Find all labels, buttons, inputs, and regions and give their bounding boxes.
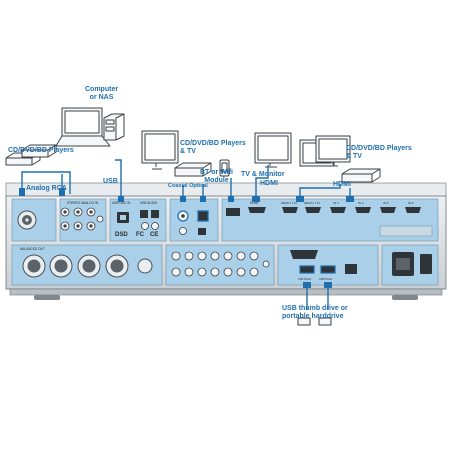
highlighted-panel-zones [11, 198, 439, 286]
cd-player-icon-right [341, 168, 381, 183]
tv-icon-right [299, 135, 351, 167]
callout-usb-drive: USB thumb drive or portable harddrive [282, 305, 348, 321]
callout-hdmi-right: HDMI [333, 181, 351, 188]
label-hdmi-in-4: IN 4 [358, 201, 364, 205]
callout-usb: USB [103, 178, 118, 185]
rca-input-grid [60, 207, 104, 231]
callout-bt-wifi: BT or Wifi Module [200, 169, 233, 185]
label-stereo-analog-in: STEREO ANALOG IN [67, 201, 99, 205]
nas-icon [103, 113, 125, 141]
callout-cd-players-tv-center: CD/DVD/BD Players & TV [180, 140, 246, 156]
panel-labels: STEREO ANALOG IN USB DAC IN USB AUDIO DS… [20, 201, 414, 281]
callout-computer-line-1: Computer [85, 86, 119, 93]
cd-player-icon-center [174, 162, 212, 177]
tv-icon-center [141, 130, 179, 170]
digital-input-cluster [140, 210, 159, 230]
label-ce: CE [150, 232, 158, 238]
label-hdmi-out: HDMI [250, 201, 258, 205]
cd-player-icon-left [5, 144, 57, 166]
label-fc: FC [136, 232, 145, 238]
serial-and-usb-ports [290, 250, 357, 274]
callout-cd-right-line-2: & TV [346, 153, 362, 160]
callout-cd-center-line-1: CD/DVD/BD Players [180, 140, 246, 147]
label-usb-port-2: USB 5V/2A [319, 277, 332, 281]
label-dsd: DSD [115, 232, 128, 238]
usb-dac-input-port [117, 212, 129, 223]
coaxial-optical-inputs [177, 210, 209, 235]
callout-bt-line-1: BT or Wifi [200, 169, 233, 176]
label-usb-audio: USB AUDIO [140, 201, 158, 205]
power-inlet [392, 252, 432, 276]
cable-plugs [19, 188, 354, 288]
callout-computer-line-2: or NAS [89, 94, 114, 101]
label-usb-port-1: USB 5V/2A [298, 277, 311, 281]
balanced-xlr-outputs [22, 254, 153, 278]
laptop-icon [55, 107, 111, 147]
callout-usb-drive-line-2: portable harddrive [282, 313, 344, 320]
hdmi-ports [248, 207, 433, 237]
label-hdmi-in-3: IN 3 [333, 201, 339, 205]
tv-monitor-icon [254, 132, 292, 168]
callout-tv-monitor: TV & Monitor [241, 171, 285, 178]
label-hdmi-in-6: IN 6 [408, 201, 414, 205]
callout-cd-center-line-2: & TV [180, 148, 196, 155]
label-hdmi-in-2: HDMI 2 / IN [304, 201, 320, 205]
callout-cd-players-tv-right: CD/DVD/BD Players & TV [346, 145, 412, 161]
callout-bt-line-2: Module [204, 177, 229, 184]
rca-output-grid [171, 251, 270, 277]
label-hdmi-in-1: HDMI 1 / IN [281, 201, 297, 205]
bt-wifi-module-port [226, 208, 240, 216]
label-hdmi-in-5: IN 5 [383, 201, 389, 205]
label-usb-dac-in: USB DAC IN [112, 201, 131, 205]
phone-icon [219, 159, 230, 177]
callout-computer-nas: Computer or NAS [85, 86, 118, 102]
callout-usb-drive-line-1: USB thumb drive or [282, 305, 348, 312]
chassis-feet [34, 295, 418, 300]
usb-drive-icon [297, 317, 332, 326]
callout-coaxial-optical: Coaxial Optical [168, 183, 208, 189]
xlr-connector-left [17, 210, 37, 230]
callout-analog-rca: Analog RCA [26, 185, 67, 192]
label-balanced-out: BALANCED OUT [20, 247, 45, 251]
callout-hdmi-center: HDMI [260, 180, 278, 187]
callout-cd-players-left: CD/DVD/BD Players [8, 147, 74, 154]
callout-cd-right-line-1: CD/DVD/BD Players [346, 145, 412, 152]
